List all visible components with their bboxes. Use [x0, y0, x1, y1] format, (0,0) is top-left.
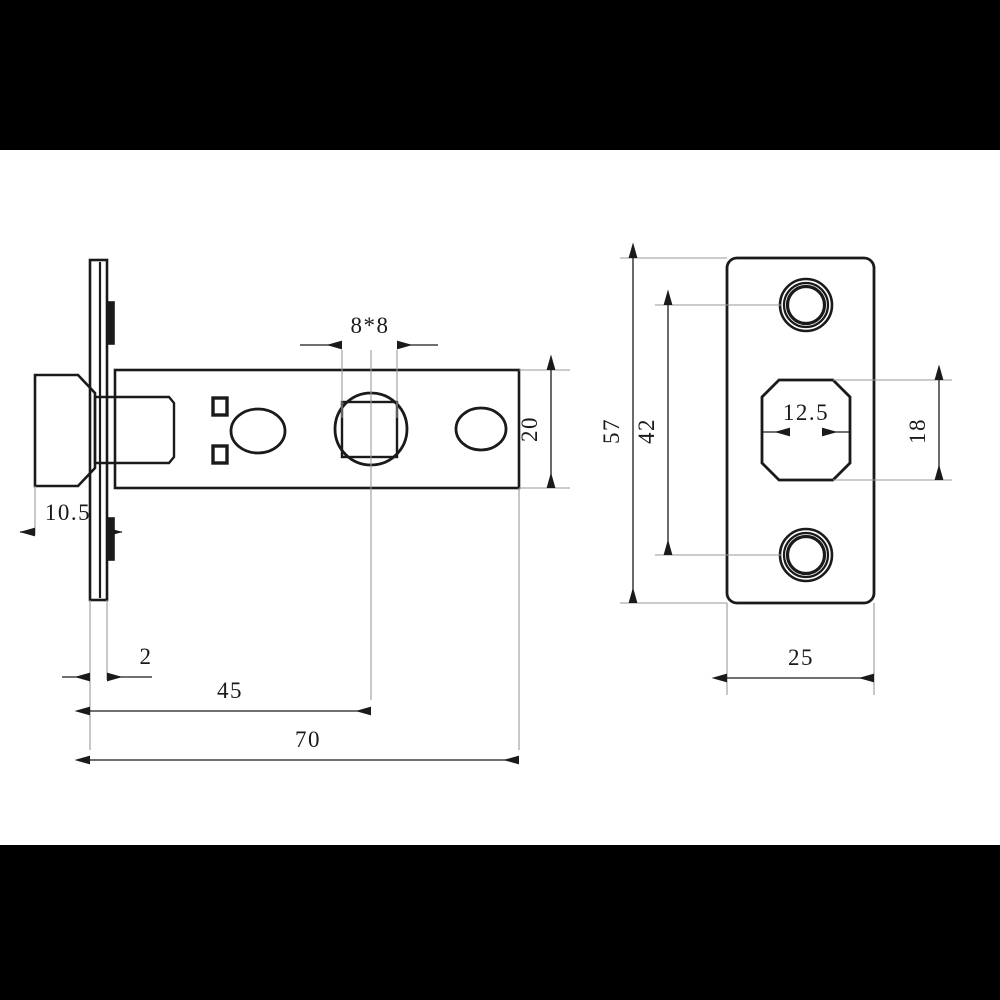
follower-slot-lower [211, 444, 229, 465]
faceplate-plate-outer [88, 258, 109, 602]
dim-45: 45 [74, 678, 371, 716]
faceplate-screw-boss-bottom [106, 517, 115, 561]
latch-body-outline [113, 368, 521, 490]
dim-57: 57 [599, 242, 638, 603]
dim-25: 25 [711, 645, 874, 683]
follower-slot-upper [211, 396, 229, 417]
dim-12-5: 12.5 [762, 400, 850, 437]
screw-hole-top [778, 277, 834, 333]
dim-70: 70 [74, 727, 519, 765]
dim-20-label: 20 [517, 416, 542, 442]
screw-hole-bottom [778, 527, 834, 583]
letterbox-bottom [0, 845, 1000, 1000]
dim-2: 2 [62, 644, 153, 682]
dim-8x8-label: 8*8 [351, 313, 390, 338]
dim-18: 18 [905, 364, 944, 480]
dim-25-label: 25 [788, 645, 814, 670]
dim-10-5-label: 10.5 [45, 500, 91, 525]
letterbox-top [0, 0, 1000, 150]
faceplate-outline [725, 256, 876, 605]
faceplate-screw-boss-top [106, 301, 115, 345]
dim-10-5: 10.5 [19, 500, 123, 537]
spindle-square-hole [340, 400, 399, 459]
left-view-group: 8*8 20 10.5 2 [19, 258, 570, 765]
dim-70-label: 70 [295, 727, 321, 752]
dim-57-label: 57 [599, 418, 624, 444]
dim-42: 42 [634, 289, 673, 555]
drawing-sheet: 8*8 20 10.5 2 [0, 150, 1000, 845]
dim-20: 20 [517, 354, 556, 488]
rear-oval-hole [454, 406, 508, 452]
dim-8x8: 8*8 [300, 313, 438, 350]
latch-bolt-tail [93, 395, 176, 465]
technical-drawing-svg: 8*8 20 10.5 2 [19, 242, 952, 765]
dim-12-5-label: 12.5 [783, 400, 829, 425]
dim-42-label: 42 [634, 418, 659, 444]
dim-2-label: 2 [140, 644, 153, 669]
dim-18-label: 18 [905, 418, 930, 444]
latch-bolt-head [33, 373, 97, 488]
oval-clearance-hole [229, 407, 287, 455]
latch-opening-octagon [760, 378, 852, 482]
dim-45-label: 45 [217, 678, 243, 703]
right-view-group: 57 42 12.5 18 [599, 242, 952, 695]
